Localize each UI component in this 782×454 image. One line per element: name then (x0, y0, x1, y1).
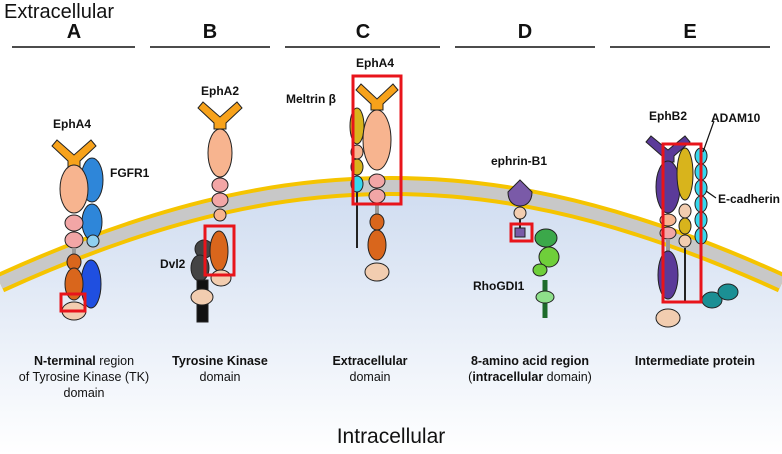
panel-d-ephrin-b1 (507, 179, 533, 238)
panel-a-caption: N-terminal region of Tyrosine Kinase (TK… (14, 353, 154, 401)
panel-d-caption-post: domain) (543, 370, 592, 384)
panel-c-meltrin-label: Meltrin β (286, 92, 336, 106)
panel-b-caption-line2: domain (199, 370, 241, 384)
panel-a-epha4-label: EphA4 (53, 117, 92, 131)
panel-d-caption-bold: 8-amino acid region (470, 354, 590, 368)
ecadherin-leader-line (705, 190, 717, 199)
panel-c-letter: C (355, 21, 371, 43)
panel-e-adam10-label: ADAM10 (711, 111, 761, 125)
panel-a-caption-rest: region (99, 354, 135, 368)
extracellular-label: Extracellular (4, 1, 115, 23)
panel-d-ephrin-label: ephrin-B1 (491, 154, 548, 168)
panel-e-caption-bold: Intermediate protein (634, 354, 756, 368)
panel-e-ecadherin-label: E-cadherin (718, 192, 781, 206)
panel-b-epha2 (190, 101, 243, 306)
panel-d-rhogdi1-label: RhoGDI1 (473, 279, 525, 293)
panel-b-caption-bold: Tyrosine Kinase (172, 354, 268, 368)
panel-e-adam10 (676, 147, 694, 302)
panel-e-caption: Intermediate protein (620, 353, 770, 369)
panel-c-caption-bold: Extracellular (332, 354, 408, 368)
panel-a-letter: A (66, 21, 82, 43)
panel-b-letter: B (202, 21, 218, 43)
panel-d-letter: D (517, 21, 533, 43)
panel-d-caption-pre: ( (468, 370, 473, 384)
panel-c-epha4 (355, 83, 399, 282)
panel-b-highlight-box (203, 224, 236, 277)
panel-b-dvl2-label: Dvl2 (160, 257, 186, 271)
panel-a-caption-bold: N-terminal (33, 354, 96, 368)
panel-e-highlight-box (661, 142, 703, 304)
panel-d-caption-bold2: intracellular (472, 370, 544, 384)
panel-c-caption-line2: domain (349, 370, 391, 384)
panel-a-highlight-box (59, 292, 87, 313)
panel-b-epha2-label: EphA2 (201, 84, 240, 98)
panel-c-highlight-box (351, 74, 403, 206)
panel-e-ecadherin (694, 147, 739, 309)
panel-d-rhogdi1 (532, 228, 560, 318)
panel-a-caption-line2: of Tyrosine Kinase (TK) (18, 370, 150, 384)
panel-a-fgfr1-label: FGFR1 (110, 166, 150, 180)
membrane-inner-layer (0, 179, 782, 289)
panel-c-caption: Extracellular domain (320, 353, 420, 385)
adam10-leader-line (702, 120, 715, 153)
panel-e-letter: E (683, 21, 697, 43)
panel-d-caption: 8-amino acid region (intracellular domai… (455, 353, 605, 385)
panel-b-caption: Tyrosine Kinase domain (165, 353, 275, 385)
panel-d-highlight-box (509, 222, 534, 243)
intracellular-label: Intracellular (336, 425, 446, 448)
panel-a-caption-line3: domain (63, 386, 105, 400)
panel-c-epha4-label: EphA4 (356, 56, 395, 70)
panel-e-ephb2-label: EphB2 (649, 109, 688, 123)
